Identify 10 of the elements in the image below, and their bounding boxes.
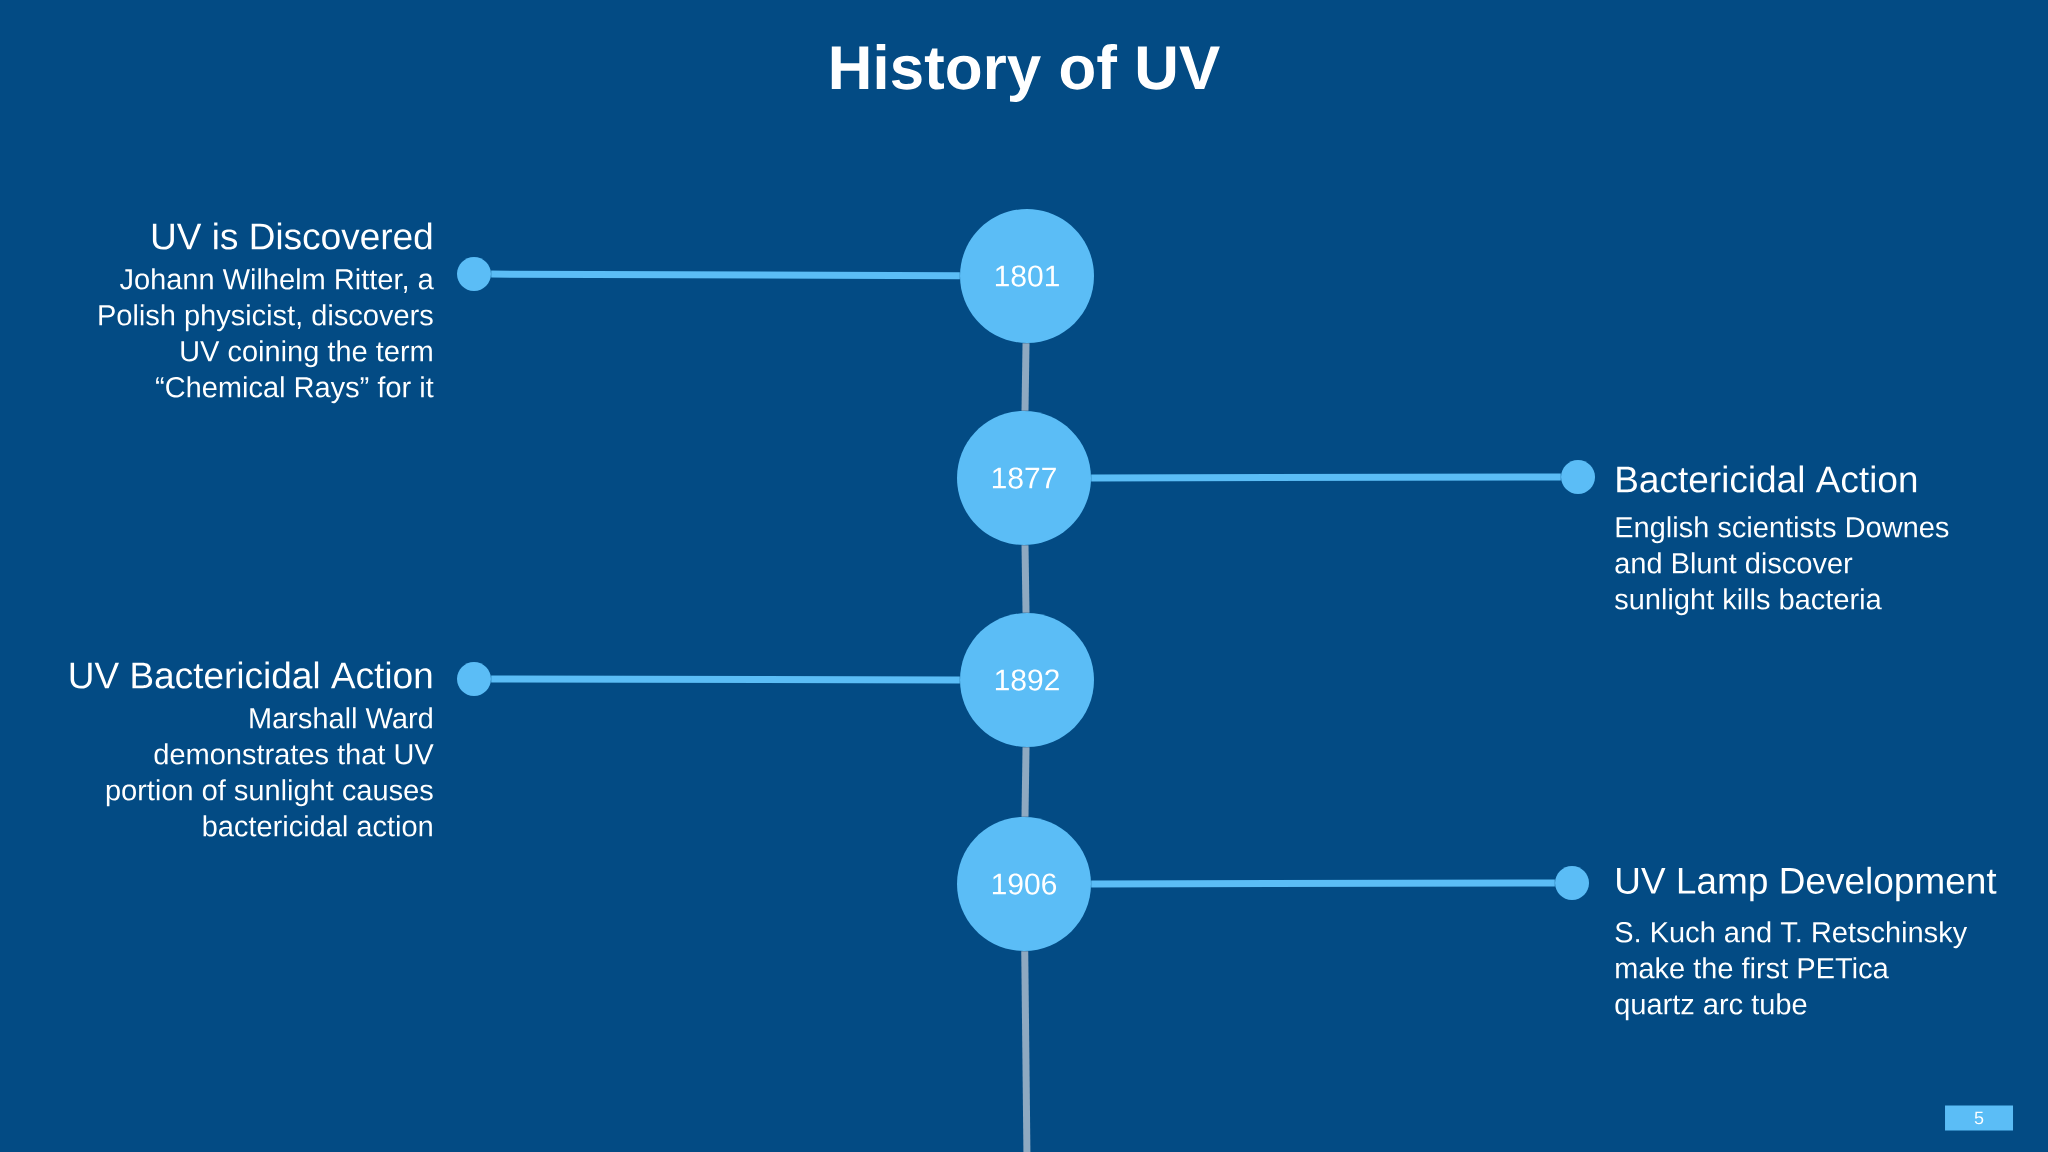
event-description: Johann Wilhelm Ritter, a Polish physicist, discovers UV coining the term “Chemical Rays” for it <box>99 268 434 404</box>
title: History of UV <box>831 44 1220 102</box>
page-number: 5 <box>1945 1105 2013 1131</box>
event-description: Marshall Ward demonstrates that UV portion of sunlight causes bactericidal action <box>106 707 434 837</box>
event-heading: Bactericidal Action <box>1617 465 1917 493</box>
event-heading: UV Bactericidal Action <box>70 661 432 689</box>
event-heading: UV Lamp Development <box>1617 866 1997 902</box>
event-description: S. Kuch and T. Retschinsky make the first PETica quartz arc tube <box>1615 921 1968 1021</box>
event-description: English scientists Downes and Blunt discover sunlight kills bacteria <box>1615 516 1949 616</box>
event-heading: UV is Discovered <box>152 222 432 250</box>
